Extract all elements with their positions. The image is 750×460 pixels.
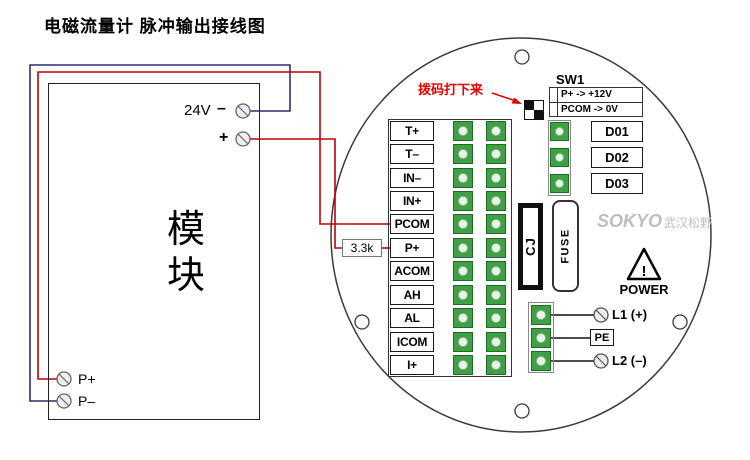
terminal-label-AL: AL	[390, 308, 434, 328]
brand-watermark: SOKYO 武汉松野	[597, 211, 712, 232]
brand-company-text: 武汉松野	[664, 216, 713, 230]
screw-module-p-minus	[56, 393, 72, 409]
fuse-label: FUSE	[559, 228, 572, 264]
screw-terminal	[550, 174, 569, 193]
screw-terminal	[486, 308, 506, 328]
screw-terminal	[453, 191, 473, 211]
screw-terminal	[453, 285, 473, 305]
l2-label: L2 (–)	[612, 353, 647, 368]
supply-voltage-label: 24V	[184, 102, 211, 119]
dip-cell	[525, 101, 534, 110]
screw-terminal	[453, 168, 473, 188]
pe-label: PE	[590, 329, 614, 346]
terminal-label-T+: T+	[390, 121, 434, 141]
screw-terminal	[486, 214, 506, 234]
terminal-label-IN-: IN–	[390, 168, 434, 188]
power-label: POWER	[619, 282, 669, 297]
screw-terminal	[531, 328, 551, 348]
output-label-d01: D01	[591, 121, 643, 142]
screw-l2	[593, 353, 609, 369]
terminal-block-outline	[388, 119, 512, 377]
terminal-label-AH: AH	[390, 285, 434, 305]
screw-terminal	[486, 332, 506, 352]
screw-l1	[593, 307, 609, 323]
screw-terminal	[453, 121, 473, 141]
pullup-resistor: 3.3k	[342, 239, 382, 257]
sw1-row: PCOM -> 0V	[550, 102, 642, 116]
fuse: FUSE	[552, 200, 579, 292]
terminal-label-P+: P+	[390, 238, 434, 258]
module-box	[48, 83, 260, 420]
screw-terminal	[486, 285, 506, 305]
dip-cell	[534, 110, 543, 119]
relay-cj-label: CJ	[523, 237, 538, 256]
screw-terminal	[486, 168, 506, 188]
screw-terminal	[453, 144, 473, 164]
mounting-hole-bottom	[514, 403, 530, 419]
sw1-row-text: PCOM -> 0V	[561, 104, 618, 115]
screw-terminal	[486, 121, 506, 141]
dout-terminal-strip	[548, 120, 571, 196]
sw1-label: SW1	[556, 72, 585, 87]
dip-note: 拨码打下来	[418, 82, 484, 97]
screw-terminal	[486, 191, 506, 211]
wire-24v-plus-to-resistor	[250, 138, 342, 249]
dip-switch	[524, 100, 544, 120]
screw-terminal	[486, 261, 506, 281]
sw1-row: P+ -> +12V	[550, 88, 642, 102]
screw-terminal	[453, 332, 473, 352]
sw1-row-stub	[550, 103, 558, 116]
output-label-d02: D02	[591, 147, 643, 168]
brand-logo-text: SOKYO	[597, 211, 663, 231]
sw1-row-text: P+ -> +12V	[561, 89, 612, 100]
wire-p-plus-to-pcom	[37, 71, 390, 380]
screw-terminal	[453, 214, 473, 234]
mounting-hole-right	[672, 314, 688, 330]
wire-24v-minus-to-p-minus	[29, 64, 291, 402]
screw-terminal	[453, 355, 473, 375]
screw-terminal	[486, 238, 506, 258]
sw1-mapping-table: P+ -> +12V PCOM -> 0V	[549, 87, 643, 117]
supply-plus-sign: +	[219, 129, 229, 146]
terminal-label-ACOM: ACOM	[390, 261, 434, 281]
terminal-label-I+: I+	[390, 355, 434, 375]
l1-label: L1 (+)	[612, 307, 648, 322]
terminal-label-T-: T–	[390, 144, 434, 164]
warning-exclamation: !	[642, 263, 647, 280]
warning-triangle-icon: !	[626, 247, 662, 281]
module-p-minus-label: P–	[78, 393, 96, 409]
screw-terminal	[531, 351, 551, 371]
screw-terminal	[486, 355, 506, 375]
mains-terminal-strip	[528, 302, 554, 373]
screw-terminal	[550, 122, 569, 141]
dip-cell	[525, 110, 534, 119]
screw-terminal	[453, 238, 473, 258]
screw-module-p-plus	[56, 371, 72, 387]
terminal-label-PCOM: PCOM	[390, 214, 434, 234]
screw-24v-plus	[235, 131, 251, 147]
screw-24v-minus	[235, 103, 251, 119]
screw-terminal	[453, 261, 473, 281]
terminal-label-IN+: IN+	[390, 191, 434, 211]
dip-note-arrow	[491, 92, 522, 104]
module-label: 模块	[166, 209, 205, 298]
terminal-label-ICOM: ICOM	[390, 332, 434, 352]
screw-terminal	[531, 305, 551, 325]
screw-terminal	[453, 308, 473, 328]
dip-cell	[534, 101, 543, 110]
module-p-plus-label: P+	[78, 371, 96, 387]
screw-terminal	[550, 148, 569, 167]
relay-cj: CJ	[518, 203, 543, 290]
mounting-hole-top	[514, 49, 530, 65]
screw-terminal	[486, 144, 506, 164]
page-title: 电磁流量计 脉冲输出接线图	[44, 17, 266, 36]
output-label-d03: D03	[591, 173, 643, 194]
supply-minus-sign: –	[217, 100, 226, 117]
sw1-row-stub	[550, 88, 558, 102]
mounting-hole-left	[354, 314, 370, 330]
